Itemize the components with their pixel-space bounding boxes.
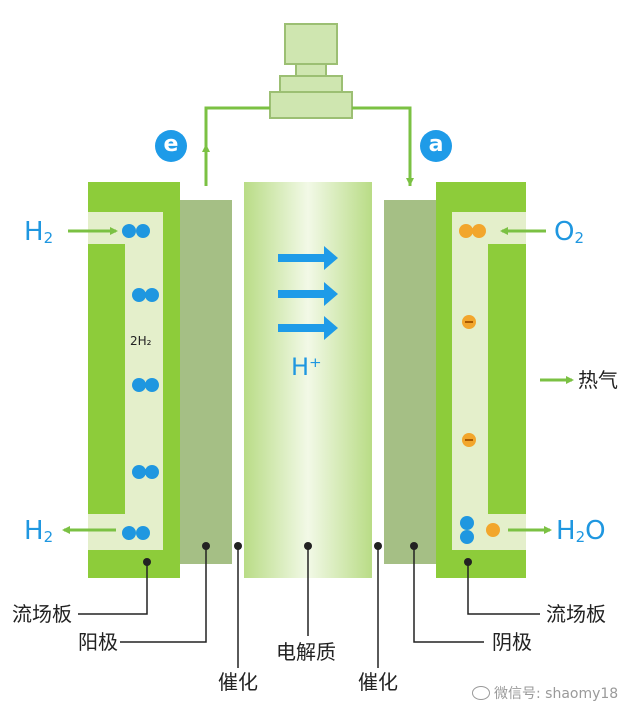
cathode <box>384 200 436 564</box>
flow-plate-right <box>436 182 526 578</box>
cathode-label: 阴极 <box>492 630 532 654</box>
watermark: 微信号: shaomy18 <box>472 683 618 703</box>
catalyst-right-label: 催化 <box>358 670 398 694</box>
wechat-icon <box>472 686 490 700</box>
flow-plate-right-label: 流场板 <box>546 602 606 626</box>
h2-out-label: H2 <box>24 516 54 546</box>
current-badge: a <box>420 130 452 162</box>
h2-inner-label: 2H₂ <box>130 334 152 348</box>
h2-in-label: H2 <box>24 217 54 247</box>
anode-label: 阳极 <box>78 630 118 654</box>
heat-label: 热气 <box>578 368 618 392</box>
flow-plate-left-label: 流场板 <box>12 602 72 626</box>
leader-lines <box>78 546 540 668</box>
flow-plate-left <box>88 182 180 578</box>
electrolyte-label: 电解质 <box>276 640 336 664</box>
water-molecule <box>460 516 500 544</box>
o2-in-label: O2 <box>554 217 585 247</box>
proton-label: H⁺ <box>291 353 322 381</box>
h2-molecules <box>122 224 159 540</box>
anode <box>180 200 232 564</box>
leader-dots <box>143 542 472 566</box>
electrolyte <box>244 182 372 578</box>
h2o-out-label: H2O <box>556 516 606 546</box>
catalyst-left-label: 催化 <box>218 670 258 694</box>
proton-arrows <box>278 246 338 340</box>
oxygen-ions <box>459 224 486 447</box>
external-wire <box>204 106 412 186</box>
load-device <box>269 23 353 119</box>
electron-badge: e <box>155 130 187 162</box>
